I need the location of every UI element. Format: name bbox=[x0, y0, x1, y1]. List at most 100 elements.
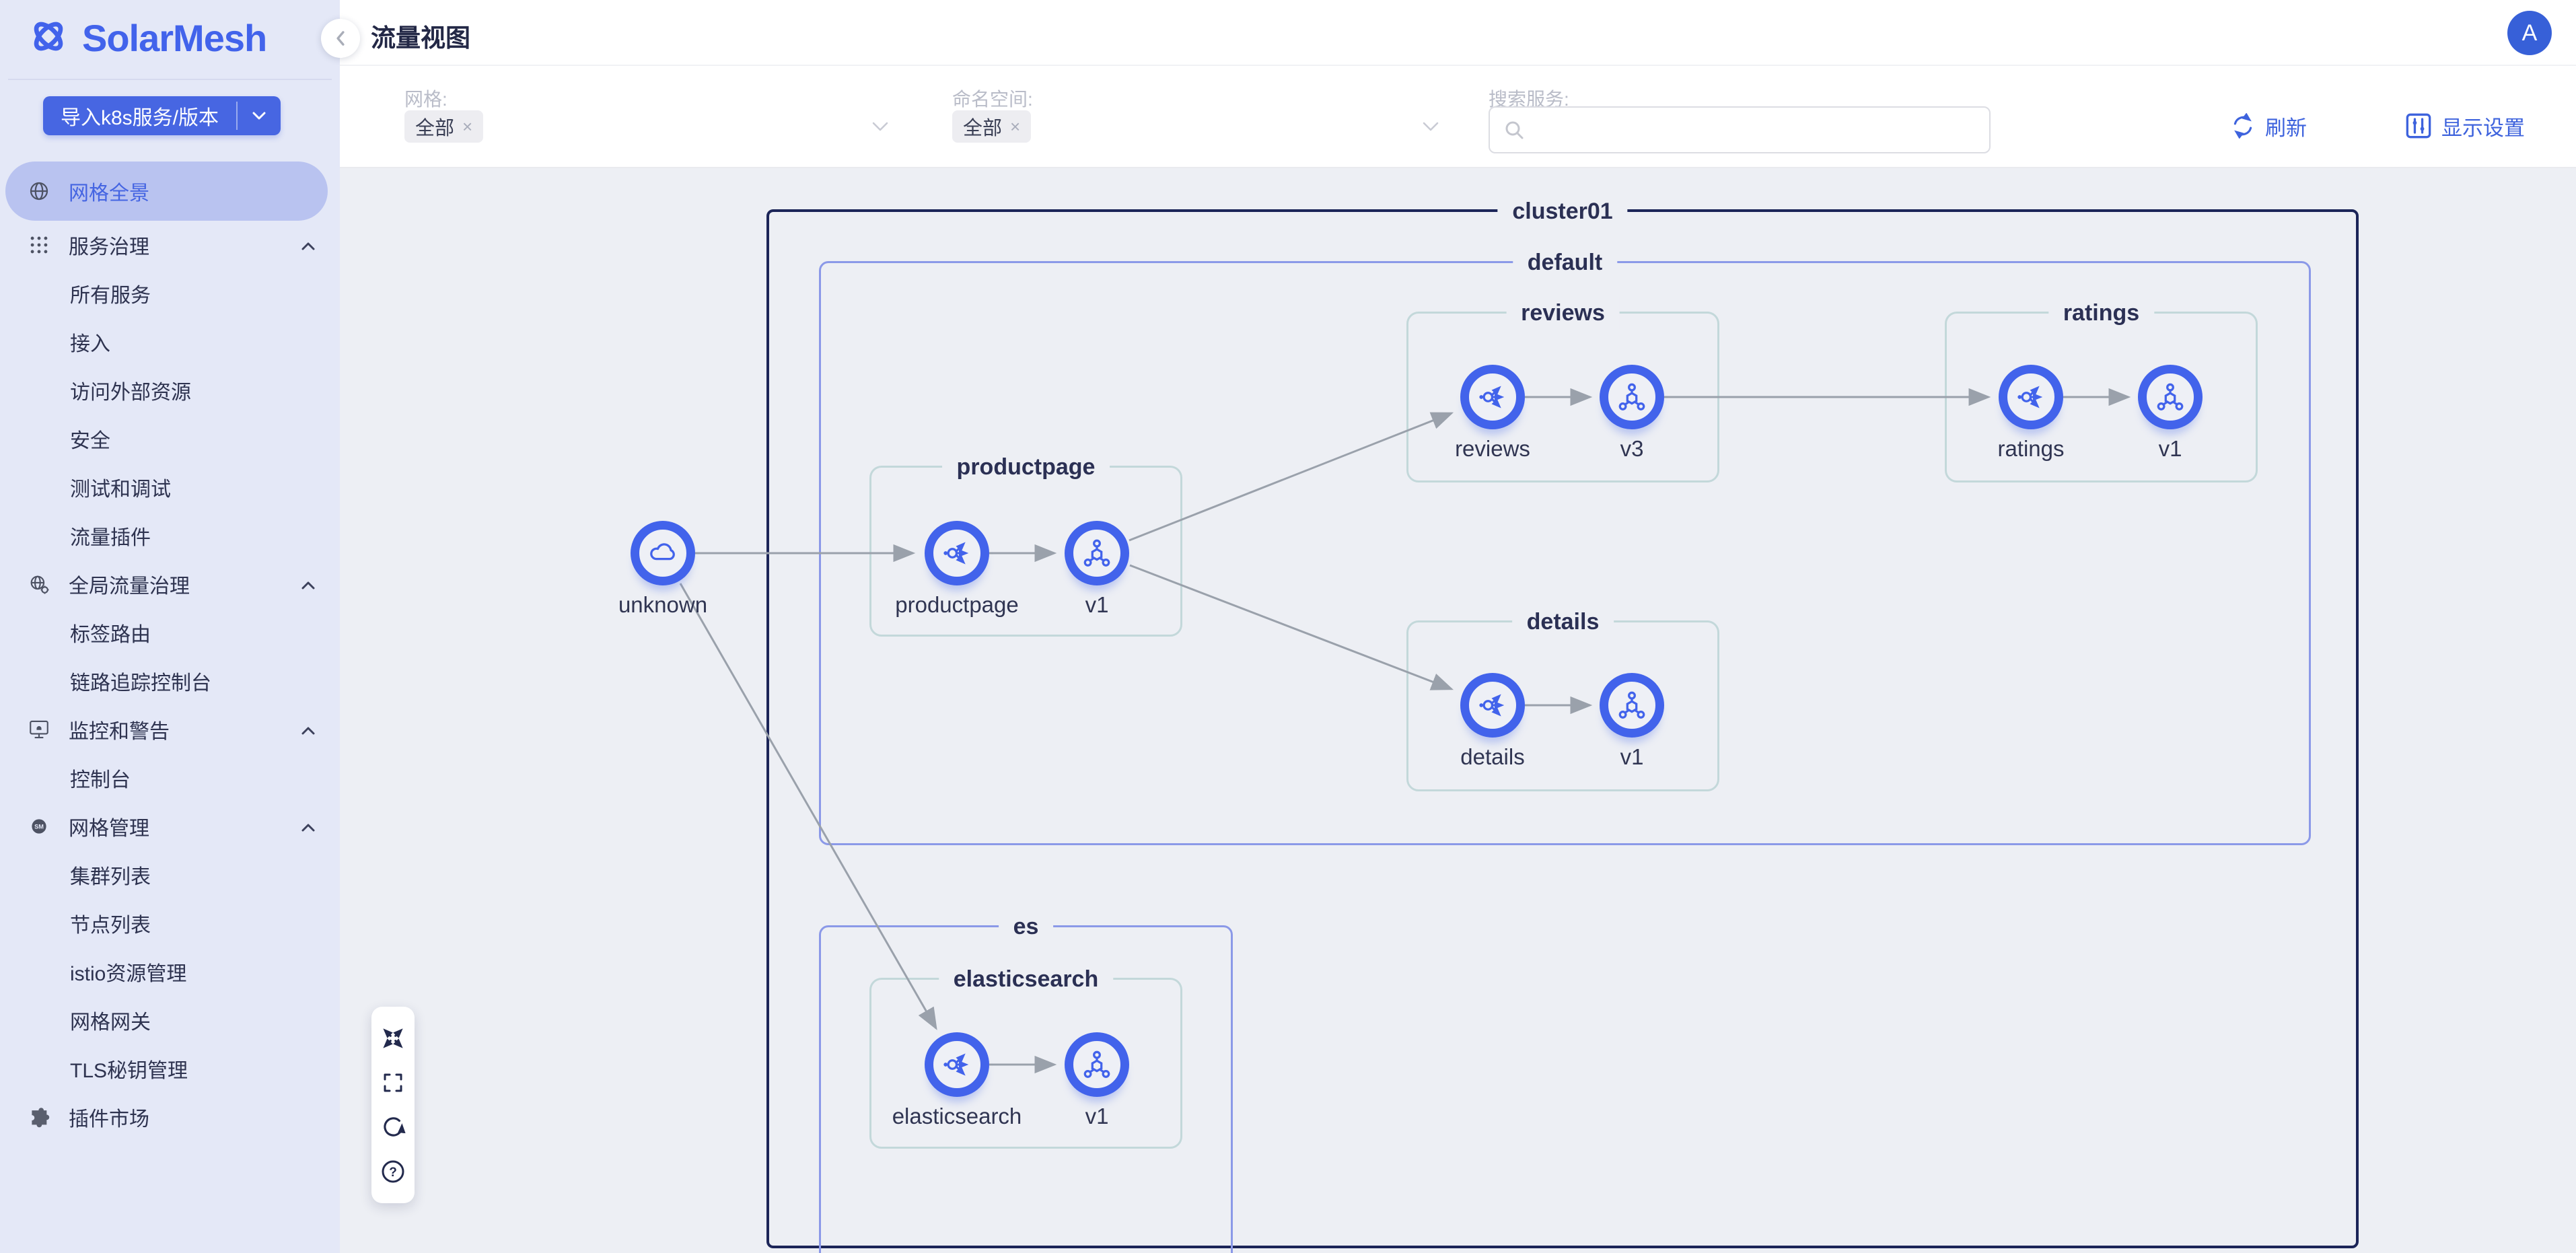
header: 流量视图 A bbox=[340, 0, 2576, 66]
namespace-label: es bbox=[998, 910, 1054, 943]
search-box[interactable] bbox=[1489, 106, 1991, 153]
refresh-icon bbox=[2233, 113, 2252, 139]
expand-icon[interactable] bbox=[378, 1024, 408, 1053]
sidebar-collapse-button[interactable] bbox=[321, 19, 360, 58]
cluster-label: cluster01 bbox=[1497, 195, 1628, 227]
namespace-box-es: es bbox=[819, 910, 1233, 1253]
sidebar-item-global-traffic[interactable]: 全局流量治理 bbox=[0, 560, 340, 608]
sidebar-item-mesh-management[interactable]: SM 网格管理 bbox=[0, 802, 340, 851]
node-details-service[interactable]: details bbox=[1460, 673, 1525, 769]
search-input[interactable] bbox=[1534, 118, 1976, 142]
sidebar-item-mesh-overview[interactable]: 网格全景 bbox=[5, 162, 328, 221]
sliders-icon bbox=[2406, 113, 2431, 139]
node-ratings-service[interactable]: ratings bbox=[1997, 365, 2065, 461]
chevron-up-icon bbox=[301, 815, 316, 838]
search-icon bbox=[1505, 121, 1524, 139]
sidebar-item-external-resources[interactable]: 访问外部资源 bbox=[70, 382, 191, 404]
help-icon[interactable]: ? bbox=[378, 1157, 408, 1186]
sidebar-item-node-list[interactable]: 节点列表 bbox=[70, 915, 151, 937]
sidebar-item-label-routing[interactable]: 标签路由 bbox=[70, 624, 151, 646]
namespace-filter-dropdown[interactable] bbox=[1422, 121, 1439, 135]
sidebar-item-cluster-list[interactable]: 集群列表 bbox=[70, 866, 151, 888]
cluster-box: cluster01 bbox=[766, 195, 2359, 1248]
namespace-label: default bbox=[1512, 246, 1618, 279]
close-icon[interactable]: × bbox=[1010, 116, 1021, 137]
sidebar-item-mesh-gateway[interactable]: 网格网关 bbox=[70, 1011, 151, 1034]
node-elasticsearch-v1[interactable]: v1 bbox=[1065, 1032, 1129, 1129]
edge-v1-reviews bbox=[1129, 412, 1454, 542]
sidebar-item-plugin-market[interactable]: 插件市场 bbox=[0, 1093, 340, 1141]
sidebar: SolarMesh 导入k8s服务/版本 网格全景 bbox=[0, 0, 340, 1253]
mesh-filter-dropdown[interactable] bbox=[871, 121, 889, 135]
sidebar-item-traffic-plugin[interactable]: 流量插件 bbox=[70, 527, 151, 549]
service-icon bbox=[943, 1053, 969, 1076]
sidebar-item-service-governance[interactable]: 服务治理 bbox=[0, 221, 340, 269]
app-group-label: ratings bbox=[2048, 297, 2155, 329]
workload-icon bbox=[1618, 691, 1645, 719]
app-group-elasticsearch: elasticsearch bbox=[869, 963, 1182, 1149]
chevron-left-icon bbox=[336, 31, 345, 46]
search-service-label: 搜索服务: bbox=[1489, 89, 1569, 110]
sidebar-item-tracing-console[interactable]: 链路追踪控制台 bbox=[70, 672, 211, 694]
globe-icon bbox=[27, 179, 51, 203]
monitor-bell-icon bbox=[27, 717, 51, 742]
sidebar-item-tls-keys[interactable]: TLS秘钥管理 bbox=[70, 1060, 188, 1082]
node-productpage-v1[interactable]: v1 bbox=[1065, 521, 1129, 617]
divider bbox=[8, 79, 332, 80]
workload-icon bbox=[1083, 539, 1110, 567]
service-icon bbox=[943, 542, 969, 565]
node-productpage-service[interactable]: productpage bbox=[895, 521, 1019, 617]
node-reviews-service[interactable]: reviews bbox=[1455, 365, 1530, 461]
node-ratings-v1[interactable]: v1 bbox=[2138, 365, 2203, 461]
sidebar-item-monitor-alerts[interactable]: 监控和警告 bbox=[0, 705, 340, 754]
graph-toolbar: ? bbox=[371, 1007, 415, 1203]
node-details-v1[interactable]: v1 bbox=[1600, 673, 1664, 769]
sidebar-item-istio-resources[interactable]: istio资源管理 bbox=[70, 963, 187, 985]
node-reviews-v3[interactable]: v3 bbox=[1600, 365, 1664, 461]
sm-badge-icon: SM bbox=[27, 814, 51, 838]
display-settings-button[interactable]: 显示设置 bbox=[2405, 102, 2525, 149]
svg-text:?: ? bbox=[389, 1166, 397, 1180]
grid-dots-icon bbox=[27, 233, 51, 257]
service-icon bbox=[2017, 386, 2043, 408]
app-group-reviews: reviews bbox=[1406, 297, 1719, 482]
solarmesh-logo-icon bbox=[27, 15, 70, 61]
filter-bar: 网格: 全部 × 命名空间: 全部 × 搜索服务: 刷新 bbox=[340, 66, 2576, 168]
puzzle-icon bbox=[27, 1105, 51, 1129]
reload-icon[interactable] bbox=[378, 1112, 408, 1142]
node-elasticsearch-service[interactable]: elasticsearch bbox=[892, 1032, 1022, 1129]
app-group-label: details bbox=[1511, 606, 1614, 638]
svg-text:SM: SM bbox=[34, 824, 44, 830]
workload-icon bbox=[2157, 383, 2184, 410]
node-unknown[interactable]: unknown bbox=[618, 521, 707, 617]
cloud-icon bbox=[650, 543, 675, 561]
logo: SolarMesh bbox=[27, 15, 267, 61]
edge-layer bbox=[679, 388, 2131, 1074]
workload-icon bbox=[1083, 1050, 1110, 1078]
page-title: 流量视图 bbox=[371, 24, 470, 52]
app-group-productpage: productpage bbox=[869, 451, 1182, 637]
chevron-up-icon bbox=[301, 573, 316, 596]
import-k8s-button[interactable]: 导入k8s服务/版本 bbox=[43, 96, 281, 135]
sidebar-item-all-services[interactable]: 所有服务 bbox=[70, 285, 151, 307]
sidebar-item-access[interactable]: 接入 bbox=[70, 333, 110, 355]
workload-icon bbox=[1618, 383, 1645, 410]
chevron-down-icon[interactable] bbox=[238, 96, 281, 135]
avatar[interactable]: A bbox=[2507, 11, 2552, 55]
namespace-filter-label: 命名空间: bbox=[952, 89, 1033, 110]
topology-canvas[interactable]: cluster01 default reviews ratings produc… bbox=[340, 167, 2576, 1253]
fit-view-icon[interactable] bbox=[378, 1068, 408, 1098]
sidebar-menu: 网格全景 服务治理 所有服务 接入 访问外部资源 安全 测试和 bbox=[0, 162, 340, 1141]
sidebar-item-console[interactable]: 控制台 bbox=[70, 769, 131, 791]
sidebar-item-test-debug[interactable]: 测试和调试 bbox=[70, 478, 171, 501]
sidebar-item-security[interactable]: 安全 bbox=[70, 430, 110, 452]
mesh-filter-chip[interactable]: 全部 × bbox=[404, 110, 484, 143]
service-icon bbox=[1479, 386, 1505, 408]
close-icon[interactable]: × bbox=[462, 116, 473, 137]
app-group-details: details bbox=[1406, 606, 1719, 791]
refresh-button[interactable]: 刷新 bbox=[2230, 102, 2307, 149]
namespace-filter-chip[interactable]: 全部 × bbox=[952, 110, 1032, 143]
chevron-up-icon bbox=[301, 718, 316, 741]
app-title: SolarMesh bbox=[82, 17, 267, 59]
